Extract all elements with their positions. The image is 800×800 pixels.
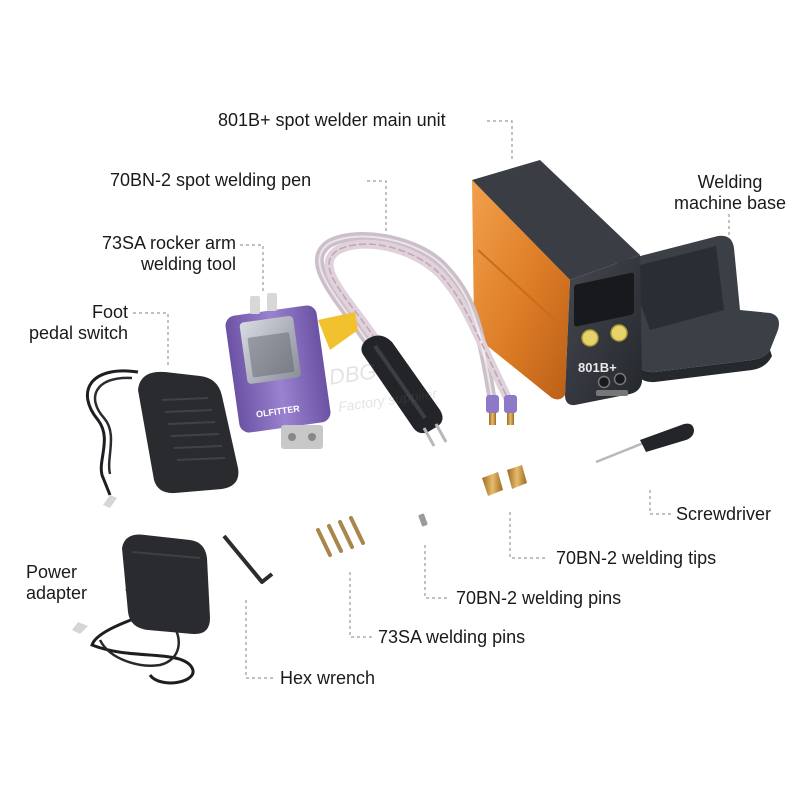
label-hex-wrench: Hex wrench [280,668,376,688]
welding-tips [482,465,527,496]
rocker-arm-welding-tool: OLFITTER [225,293,358,449]
label-welding-pen: 70BN-2 spot welding pen [110,170,312,190]
hex-wrench [222,534,274,584]
model-badge: 801B+ [578,360,617,375]
leader-rocker-arm [240,244,264,292]
bn-welding-pins [418,513,428,527]
leader-main-unit [487,120,513,160]
label-foot-pedal: Foot pedal switch [28,302,128,343]
main-unit-801b: 801B+ [472,160,642,406]
leader-hex-wrench [245,600,274,679]
label-power-adapter: Power adapter [26,562,88,603]
welding-pen-connectors [486,395,517,425]
label-bn-welding-pins: 70BN-2 welding pins [456,588,622,608]
label-screwdriver: Screwdriver [676,504,772,524]
spot-welding-pen [361,335,448,447]
leader-foot-pedal [133,312,169,368]
welding-machine-base [617,235,779,383]
power-adapter [72,534,210,685]
label-welding-tips: 70BN-2 welding tips [556,548,717,568]
foot-pedal-switch [86,369,239,508]
sa-welding-pins [316,516,365,557]
screwdriver [595,423,694,464]
watermark-line1: DBG [327,358,378,389]
leader-welding-tips [509,512,548,559]
leader-welding-pen [367,180,387,235]
leader-bn-pins [424,545,450,599]
label-sa-welding-pins: 73SA welding pins [378,627,526,647]
leader-sa-pins [349,572,372,638]
label-rocker-arm-tool: 73SA rocker arm welding tool [101,233,236,274]
label-machine-base: Welding machine base [673,172,787,213]
leader-screwdriver [649,490,672,515]
welding-pen-cable [314,232,516,410]
label-main-unit: 801B+ spot welder main unit [218,110,446,130]
